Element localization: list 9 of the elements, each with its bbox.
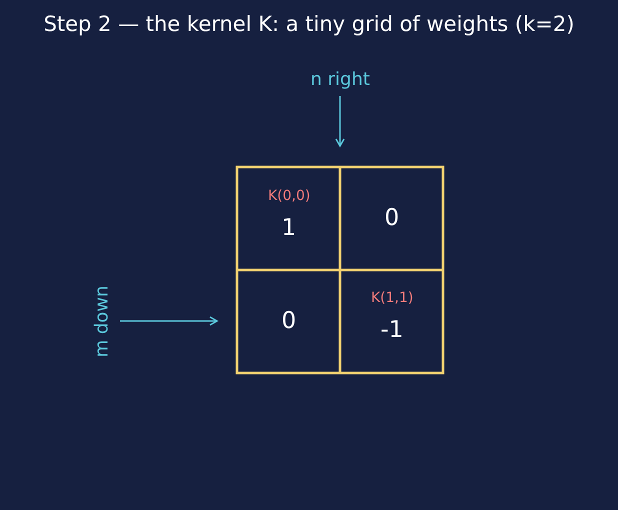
weight-value: 1: [282, 215, 296, 241]
weight-value: -1: [380, 317, 404, 343]
axis-label: m down: [91, 285, 112, 357]
axis-label: n right: [310, 68, 370, 90]
weight-value: 0: [282, 308, 296, 334]
weight-value: 0: [384, 205, 400, 231]
cell-index: K(1,1): [371, 290, 414, 306]
cell-index: K(0,0): [268, 188, 310, 204]
diagram-title: Step 2 — the kernel K: a tiny grid of weights (k=2): [42, 12, 576, 36]
